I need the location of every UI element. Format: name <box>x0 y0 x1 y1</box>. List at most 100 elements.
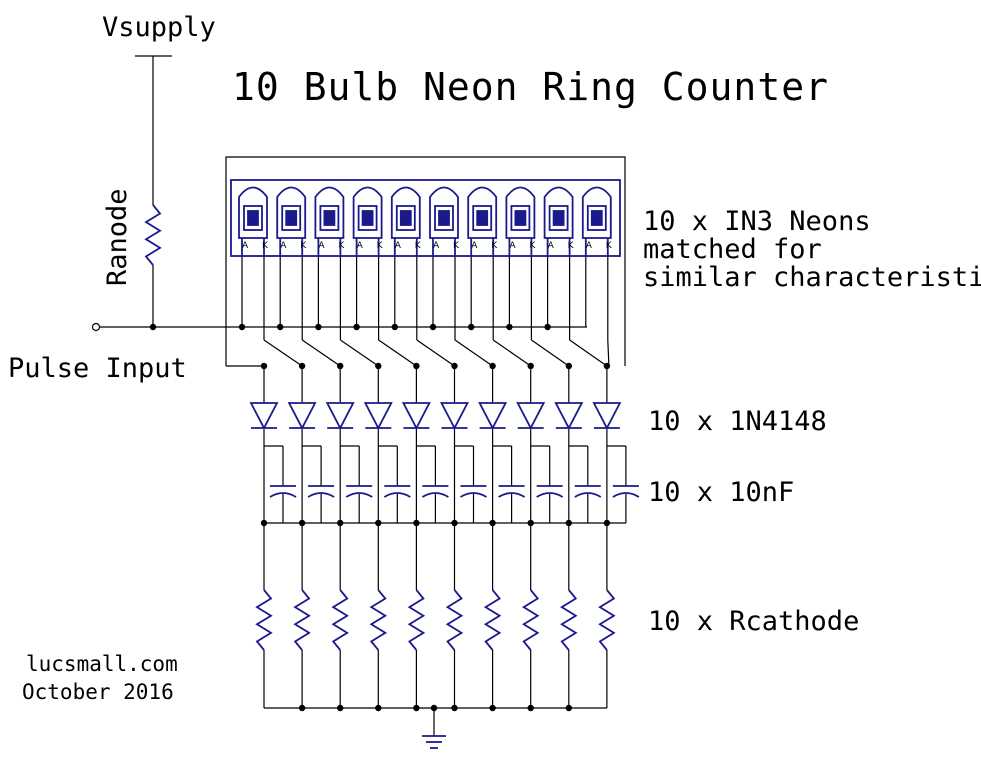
cap-plate-bottom <box>536 492 564 498</box>
neon-bulb-inner <box>472 205 493 231</box>
column-junction <box>298 362 306 370</box>
neon-pin-label: A <box>509 241 516 251</box>
neon-pin-label: K <box>376 241 383 251</box>
neon-pin-label: A <box>356 241 363 251</box>
rail-junction <box>337 519 344 527</box>
junction-dots <box>149 323 611 712</box>
neon-bulb-inner <box>395 205 416 231</box>
ground-bus-junction <box>413 704 420 712</box>
ground-bus-junction <box>565 704 572 712</box>
diode-symbol <box>440 402 469 430</box>
capacitors-label: 10 x 10nF <box>648 477 795 508</box>
cathode-jog <box>454 339 493 367</box>
column-junction <box>375 362 382 370</box>
rail-junction <box>375 519 382 527</box>
column-junction <box>413 362 420 370</box>
neon-pin-label: A <box>433 241 440 251</box>
neon-bulb-inner <box>243 205 263 231</box>
rcathode-resistor <box>369 589 388 651</box>
pulse-input-label: Pulse Input <box>8 353 187 384</box>
cap-plate-bottom <box>421 492 449 498</box>
rcathode-resistor <box>331 589 349 651</box>
diode-symbol <box>554 402 584 430</box>
rail-junction <box>451 519 458 527</box>
ground-bus-junction <box>451 704 458 712</box>
cathode-jog <box>340 339 379 367</box>
neon-pin-label: K <box>300 241 307 251</box>
components <box>144 179 640 749</box>
cap-plate-bottom <box>383 492 411 498</box>
cap-plate-bottom <box>574 492 602 498</box>
diode-symbol <box>516 402 546 430</box>
neon-bulb-inner <box>548 205 569 231</box>
ground-bus-junction <box>527 704 534 712</box>
diode-symbol <box>478 402 508 430</box>
neon-bulb-electrode <box>323 210 336 226</box>
neon-bulb-envelope <box>429 186 459 239</box>
neon-bulb-envelope <box>543 186 574 239</box>
cap-plate-bottom <box>460 492 487 498</box>
diode-symbol <box>325 402 355 430</box>
rail-junction <box>298 519 306 527</box>
neon-pin-label: K <box>338 241 345 251</box>
neon-bulb-electrode <box>285 210 298 226</box>
column-junction <box>565 362 572 370</box>
rail-junction <box>565 519 572 527</box>
neon-bulb-inner <box>510 205 531 231</box>
neons-label-line1: 10 x IN3 Neons <box>643 206 871 237</box>
anode-bus-junction <box>468 323 475 331</box>
column-junction <box>451 362 458 370</box>
diodes-label: 10 x 1N4148 <box>648 406 827 437</box>
neon-bulb-envelope <box>314 186 345 239</box>
rcathode-resistor <box>560 589 578 651</box>
neon-bulb-envelope <box>352 186 383 239</box>
ranode-resistor <box>144 204 162 266</box>
rcathode-resistor <box>255 589 273 651</box>
feedback-enclosure <box>225 156 626 366</box>
neon-pin-label: A <box>280 241 287 251</box>
cap-plate-bottom <box>498 492 526 498</box>
neon-bulb-electrode <box>438 210 450 226</box>
cap-plate-bottom <box>612 492 640 498</box>
diode-symbol <box>363 402 393 430</box>
neon-pin-label: A <box>318 241 325 251</box>
neons-label-line3: similar characteristics <box>643 262 981 293</box>
neon-bulb-electrode <box>552 210 565 226</box>
cap-plate-bottom <box>345 492 373 498</box>
diode-symbol <box>287 402 317 430</box>
anode-bus-junction <box>391 323 398 331</box>
cap-plate-bottom <box>269 492 297 498</box>
neon-pin-label: A <box>547 241 554 251</box>
rcathode-resistor <box>293 589 311 651</box>
cathode-jog <box>569 339 608 367</box>
diode-symbol <box>592 402 622 430</box>
cathode-jog <box>607 339 610 367</box>
neon-bulb-electrode <box>361 210 374 226</box>
anode-bus-junction <box>353 323 360 331</box>
neon-bulb-inner <box>586 205 607 231</box>
ground-bus-junction <box>298 704 306 712</box>
rail-junction <box>489 519 496 527</box>
neon-pin-label: K <box>491 241 498 251</box>
neon-bulb-inner <box>281 205 302 231</box>
anode-bus-junction <box>277 323 284 331</box>
neon-pin-label: A <box>394 241 401 251</box>
neon-bulb-electrode <box>476 210 489 226</box>
credit-label: lucsmall.com <box>26 652 178 676</box>
neon-bulb-envelope <box>390 186 421 239</box>
neon-bulb-envelope <box>238 186 268 239</box>
column-junction <box>603 362 611 370</box>
ground-bus-junction <box>337 704 344 712</box>
anode-bus-junction <box>544 323 551 331</box>
neon-pin-label: K <box>414 241 421 251</box>
vsupply-label: Vsupply <box>102 12 216 43</box>
column-junction <box>489 362 496 370</box>
neon-pin-label: A <box>585 241 592 251</box>
anode-bus-junction <box>315 323 322 331</box>
column-junction <box>337 362 344 370</box>
neon-bulb-electrode <box>590 210 603 226</box>
neon-pin-label: K <box>453 241 459 251</box>
column-junction <box>527 362 534 370</box>
diode-symbol <box>249 402 279 430</box>
